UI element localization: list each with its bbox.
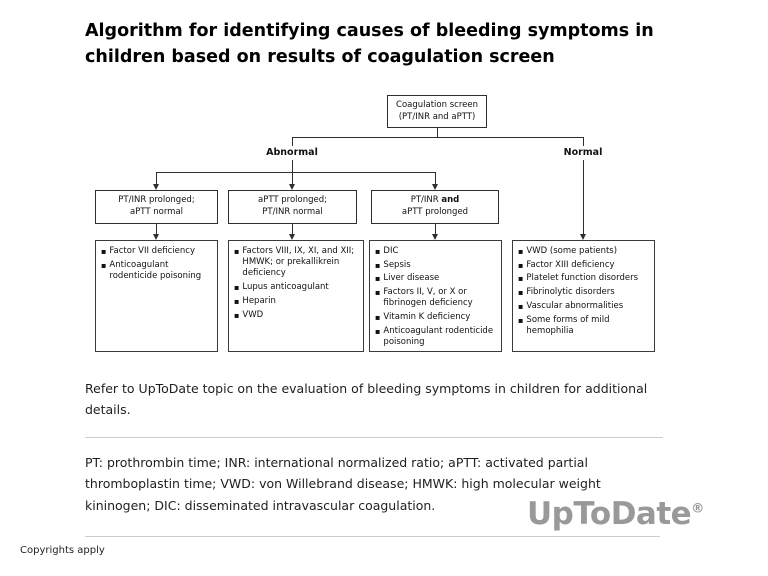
- connector-line: [156, 224, 157, 234]
- list-item: ▪ Vitamin K deficiency: [375, 312, 471, 323]
- list-item: ▪ Sepsis: [375, 259, 411, 270]
- page-title-line: children based on results of coagulation…: [85, 47, 555, 68]
- condition-text: aPTT prolonged: [401, 207, 469, 217]
- bullet-square-icon: ▪: [234, 296, 240, 306]
- condition-text: aPTT prolonged;: [257, 195, 327, 206]
- refer-note: Refer to UpToDate topic on the evaluatio…: [85, 381, 648, 418]
- connector-line: [292, 137, 584, 138]
- outcome-box-ptinr-prolonged: ▪ Factor VII deficiency ▪ Anticoagulant …: [95, 240, 218, 352]
- list-item: ▪ Fibrinolytic disorders: [518, 287, 615, 298]
- list-item: ▪ Vascular abnormalities: [518, 300, 624, 311]
- connector-line: [156, 172, 157, 184]
- list-item: ▪ Factors VIII, IX, XI, and XII; HMWK; o…: [234, 246, 355, 279]
- page-title-line: Algorithm for identifying causes of blee…: [85, 21, 654, 41]
- outcome-box-both-prolonged: ▪ DIC ▪ Sepsis ▪ Liver disease ▪ Factors…: [369, 240, 502, 352]
- page-title: Algorithm for identifying causes of blee…: [85, 18, 654, 71]
- branch-label-normal: Normal: [563, 147, 603, 158]
- list-item: ▪ Heparin: [234, 295, 276, 306]
- root-node-text: Coagulation screen: [396, 99, 478, 110]
- bullet-square-icon: ▪: [518, 247, 524, 256]
- list-item: ▪ Liver disease: [375, 273, 440, 284]
- bullet-square-icon: ▪: [234, 310, 240, 320]
- list-item: ▪ Factor VII deficiency: [101, 246, 196, 256]
- bullet-square-icon: ▪: [518, 260, 524, 270]
- list-item: ▪ VWD (some patients): [518, 246, 618, 256]
- list-item: ▪ DIC: [375, 246, 399, 256]
- connector-line: [292, 224, 293, 234]
- bullet-square-icon: ▪: [375, 247, 381, 256]
- connector-line: [156, 172, 436, 173]
- connector-line: [435, 172, 436, 184]
- copyright-note: Copyrights apply: [20, 545, 105, 556]
- condition-box-aptt-prolonged: aPTT prolonged; PT/INR normal: [228, 190, 357, 224]
- uptodate-logo: UpToDate®: [527, 496, 705, 532]
- connector-line: [435, 224, 436, 234]
- arrowhead-down-icon: [579, 234, 586, 240]
- list-item: ▪ VWD: [234, 309, 264, 320]
- bullet-square-icon: ▪: [375, 313, 381, 323]
- condition-text: PT/INR prolonged;: [118, 195, 195, 206]
- connector-line: [292, 137, 293, 146]
- bullet-square-icon: ▪: [234, 247, 240, 256]
- bullet-square-icon: ▪: [375, 260, 381, 270]
- list-item: ▪ Anticoagulant rodenticide poisoning: [101, 259, 202, 281]
- condition-text: PT/INR normal: [262, 207, 323, 217]
- divider-line: [85, 437, 663, 438]
- list-item: ▪ Some forms of mild hemophilia: [518, 314, 610, 336]
- arrowhead-down-icon: [288, 184, 295, 190]
- condition-text: PT/INR and: [410, 195, 460, 206]
- arrowhead-down-icon: [431, 234, 438, 240]
- list-item: ▪ Platelet function disorders: [518, 273, 639, 284]
- bullet-square-icon: ▪: [375, 274, 381, 284]
- bullet-square-icon: ▪: [518, 301, 524, 311]
- outcome-box-normal: ▪ VWD (some patients) ▪ Factor XIII defi…: [512, 240, 655, 352]
- condition-box-ptinr-prolonged: PT/INR prolonged; aPTT normal: [95, 190, 218, 224]
- bullet-square-icon: ▪: [518, 274, 524, 284]
- branch-label-abnormal: Abnormal: [266, 147, 318, 158]
- root-node-text: (PT/INR and aPTT): [398, 111, 476, 122]
- connector-line: [437, 128, 438, 137]
- bullet-square-icon: ▪: [375, 288, 381, 298]
- bullet-square-icon: ▪: [518, 315, 524, 325]
- bullet-square-icon: ▪: [234, 283, 240, 293]
- bullet-square-icon: ▪: [101, 260, 107, 270]
- condition-box-both-prolonged: PT/INR and aPTT prolonged: [371, 190, 499, 224]
- registered-trademark-icon: ®: [691, 501, 705, 517]
- list-item: ▪ Factors II, V, or X or fibrinogen defi…: [375, 287, 473, 309]
- arrowhead-down-icon: [152, 184, 159, 190]
- root-node-coagulation-screen: Coagulation screen (PT/INR and aPTT): [387, 95, 487, 128]
- list-item: ▪ Anticoagulant rodenticide poisoning: [375, 325, 494, 348]
- condition-text: aPTT normal: [129, 207, 184, 217]
- connector-line: [583, 160, 584, 234]
- arrowhead-down-icon: [431, 184, 438, 190]
- bullet-square-icon: ▪: [518, 288, 524, 298]
- divider-line: [85, 536, 660, 537]
- abbreviations-note: PT: prothrombin time; INR: international…: [85, 455, 601, 513]
- bullet-square-icon: ▪: [101, 247, 107, 256]
- connector-line: [583, 137, 584, 146]
- list-item: ▪ Factor XIII deficiency: [518, 259, 615, 270]
- arrowhead-down-icon: [152, 234, 159, 240]
- arrowhead-down-icon: [288, 234, 295, 240]
- outcome-box-aptt-prolonged: ▪ Factors VIII, IX, XI, and XII; HMWK; o…: [228, 240, 364, 352]
- bullet-square-icon: ▪: [375, 326, 381, 336]
- list-item: ▪ Lupus anticoagulant: [234, 282, 329, 293]
